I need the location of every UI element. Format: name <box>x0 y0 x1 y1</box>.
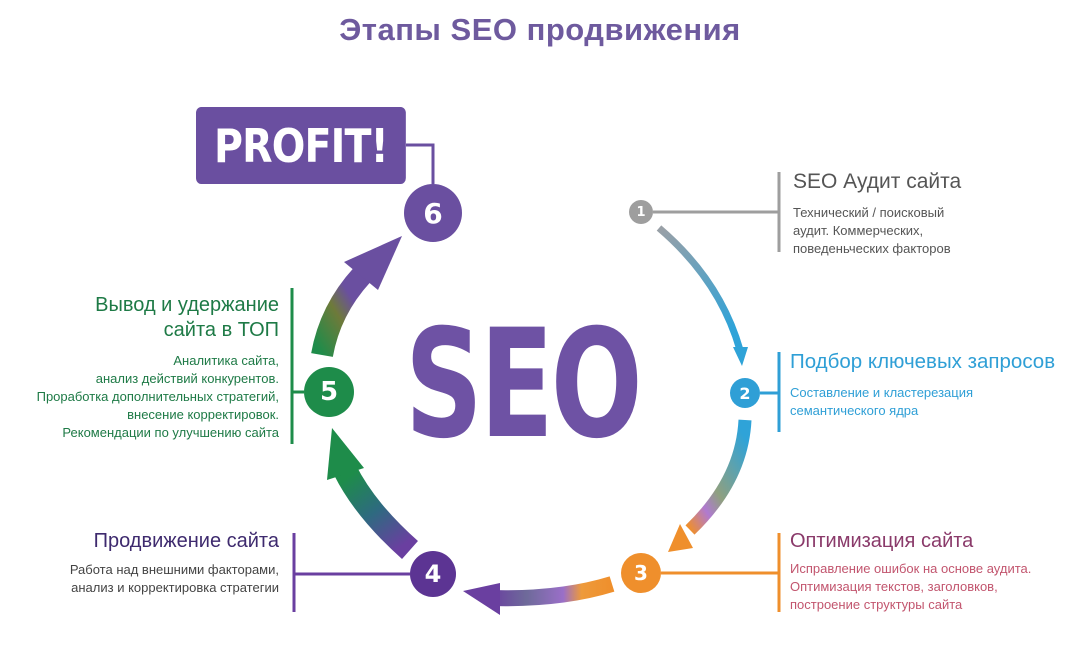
seo-center-label: SEO <box>405 298 643 472</box>
stage-4-title: Продвижение сайта <box>93 530 279 552</box>
stage-1-desc-line: аудит. Коммерческих, <box>793 223 924 238</box>
arrow-2-to-3 <box>685 419 752 535</box>
stage-2-desc-line: семантического ядра <box>790 403 919 418</box>
stage-2-title: Подбор ключевых запросов <box>790 350 1056 373</box>
stage-1-block: SEO Аудит сайта Технический / поисковый … <box>793 170 961 258</box>
stage-1-desc-line: Технический / поисковый <box>793 205 945 220</box>
profit-box: PROFIT! <box>196 107 406 184</box>
stage-5-desc-line: Аналитика сайта, <box>173 353 279 368</box>
stage-circle-6: 6 <box>404 184 462 242</box>
stage-3-desc-line: построение структуры сайта <box>790 597 963 612</box>
stage-5-title-line: сайта в ТОП <box>163 319 279 341</box>
stage-circle-4: 4 <box>410 551 456 597</box>
stage-4-desc-line: Работа над внешними факторами, <box>69 562 279 577</box>
stage-4-block: Продвижение сайта Работа над внешними фа… <box>70 530 279 597</box>
stage-5-desc-line: внесение корректировок. <box>127 407 279 422</box>
stage-4-desc-line: анализ и корректировка стратегии <box>71 580 279 595</box>
stage-circle-1: 1 <box>629 200 653 224</box>
page-title: Этапы SEO продвижения <box>339 12 741 47</box>
arrow-1-to-2 <box>656 225 744 351</box>
arrow-4-to-5 <box>334 464 418 559</box>
stage-5-title-line: Вывод и удержание <box>95 294 279 316</box>
stage-3-desc-line: Оптимизация текстов, заголовков, <box>790 579 998 594</box>
stage-2-desc-line: Составление и кластерезация <box>790 385 974 400</box>
stage-5-block: Вывод и удержание сайта в ТОП Аналитика … <box>37 293 279 442</box>
stage-circle-2: 2 <box>730 378 760 408</box>
stage-1-desc-line: поведеньческих факторов <box>793 241 951 256</box>
stage-circle-5: 5 <box>304 367 354 417</box>
stage-2-block: Подбор ключевых запросов Составление и к… <box>790 350 1055 420</box>
stage-5-desc-line: Проработка дополнительных стратегий, <box>36 389 279 404</box>
stage-3-desc-line: Исправление ошибок на основе аудита. <box>790 561 1032 576</box>
stage-3-block: Оптимизация сайта Исправление ошибок на … <box>790 530 1031 614</box>
arrow-3-to-4 <box>489 576 615 607</box>
stage-5-desc-line: Рекомендации по улучшению сайта <box>62 425 279 440</box>
stage-circle-3: 3 <box>621 553 661 593</box>
arrow-5-to-6 <box>311 267 371 358</box>
stage-5-desc-line: анализ действий конкурентов. <box>95 371 279 386</box>
stage-3-title: Оптимизация сайта <box>790 530 974 552</box>
stage-1-title: SEO Аудит сайта <box>793 170 962 193</box>
